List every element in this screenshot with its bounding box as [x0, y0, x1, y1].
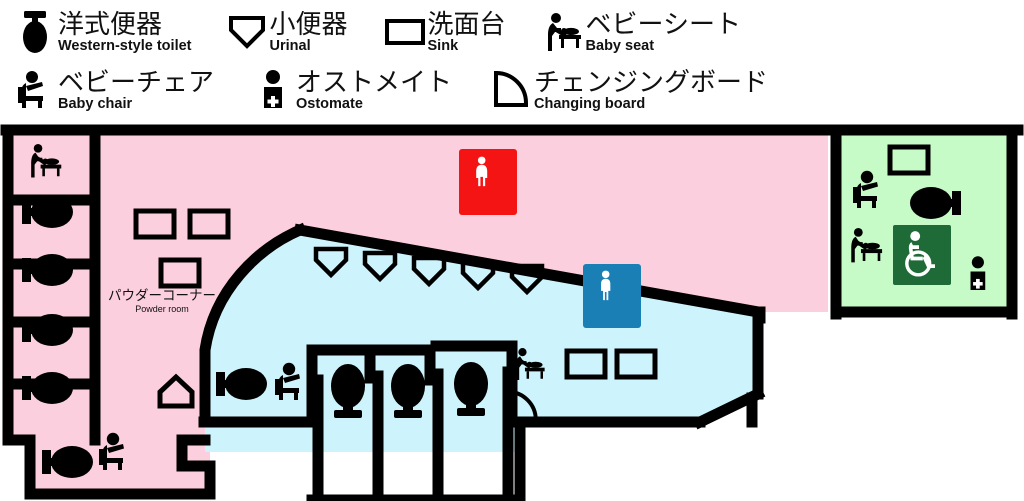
urinal-icon [224, 8, 270, 56]
powder-room-label-ja: パウダーコーナー [108, 288, 216, 303]
toilet-fixture [910, 187, 961, 219]
legend-text-urinal: 小便器 Urinal [270, 11, 348, 54]
toilet-fixture [22, 372, 73, 404]
legend-text-ostomate: オストメイト Ostomate [296, 69, 452, 112]
legend-row-1: 洋式便器 Western-style toilet 小便器 Urinal [12, 8, 741, 56]
legend: 洋式便器 Western-style toilet 小便器 Urinal [0, 0, 1024, 122]
accessible-room-fixtures [851, 147, 986, 290]
changing-board-icon [488, 66, 534, 114]
legend-en-label: Sink [427, 37, 459, 54]
legend-en-label: Urinal [269, 37, 311, 54]
western-style-toilet-icon [12, 8, 58, 56]
wheelchair-sign[interactable] [893, 225, 951, 285]
legend-text-baby-seat: ベビーシート Baby seat [586, 11, 741, 54]
ostomate-icon [250, 66, 296, 114]
legend-item-sink: 洗面台 Sink [382, 8, 506, 56]
legend-item-western-style-toilet: 洋式便器 Western-style toilet [12, 8, 192, 56]
legend-ja-label: 洋式便器 [58, 8, 163, 39]
legend-en-label: Western-style toilet [58, 37, 192, 54]
legend-item-changing-board: チェンジングボード Changing board [488, 66, 768, 114]
baby-seat-icon [540, 8, 586, 56]
legend-ja-label: 洗面台 [427, 8, 506, 39]
floor-plan: パウダーコーナー Powder room [0, 122, 1024, 501]
mens-stall-partitions [198, 340, 526, 501]
legend-item-ostomate: オストメイト Ostomate [250, 66, 452, 114]
legend-text-western-style-toilet: 洋式便器 Western-style toilet [58, 11, 192, 54]
mens-sign[interactable] [583, 264, 641, 328]
legend-item-baby-chair: ベビーチェア Baby chair [12, 66, 214, 114]
legend-item-urinal: 小便器 Urinal [224, 8, 348, 56]
legend-ja-label: 小便器 [269, 8, 348, 39]
toilet-fixture [22, 196, 73, 228]
womens-sign[interactable] [459, 149, 517, 215]
legend-en-label: Baby seat [585, 37, 655, 54]
legend-en-label: Ostomate [296, 95, 363, 112]
legend-en-label: Baby chair [58, 95, 133, 112]
toilet-fixture [22, 254, 73, 286]
legend-text-sink: 洗面台 Sink [428, 11, 506, 54]
legend-ja-label: チェンジングボード [534, 66, 769, 97]
plan-walls [0, 124, 1024, 500]
toilet-fixture [216, 368, 267, 400]
legend-text-baby-chair: ベビーチェア Baby chair [58, 69, 214, 112]
toilet-fixture [22, 314, 73, 346]
legend-row-2: ベビーチェア Baby chair オストメイト Ostomate [12, 66, 768, 114]
toilet-fixture [42, 446, 93, 478]
legend-ja-label: オストメイト [296, 66, 453, 97]
baby-chair-icon [12, 66, 58, 114]
mens-area-walls [199, 222, 766, 501]
legend-ja-label: ベビーチェア [58, 66, 215, 97]
entrance-marker [157, 373, 195, 409]
legend-text-changing-board: チェンジングボード Changing board [534, 69, 768, 112]
ostomate-fixture [970, 256, 986, 290]
sink-icon [382, 8, 428, 56]
legend-item-baby-seat: ベビーシート Baby seat [540, 8, 741, 56]
powder-room-label-en: Powder room [135, 304, 189, 314]
legend-ja-label: ベビーシート [585, 8, 742, 39]
legend-en-label: Changing board [534, 95, 646, 112]
